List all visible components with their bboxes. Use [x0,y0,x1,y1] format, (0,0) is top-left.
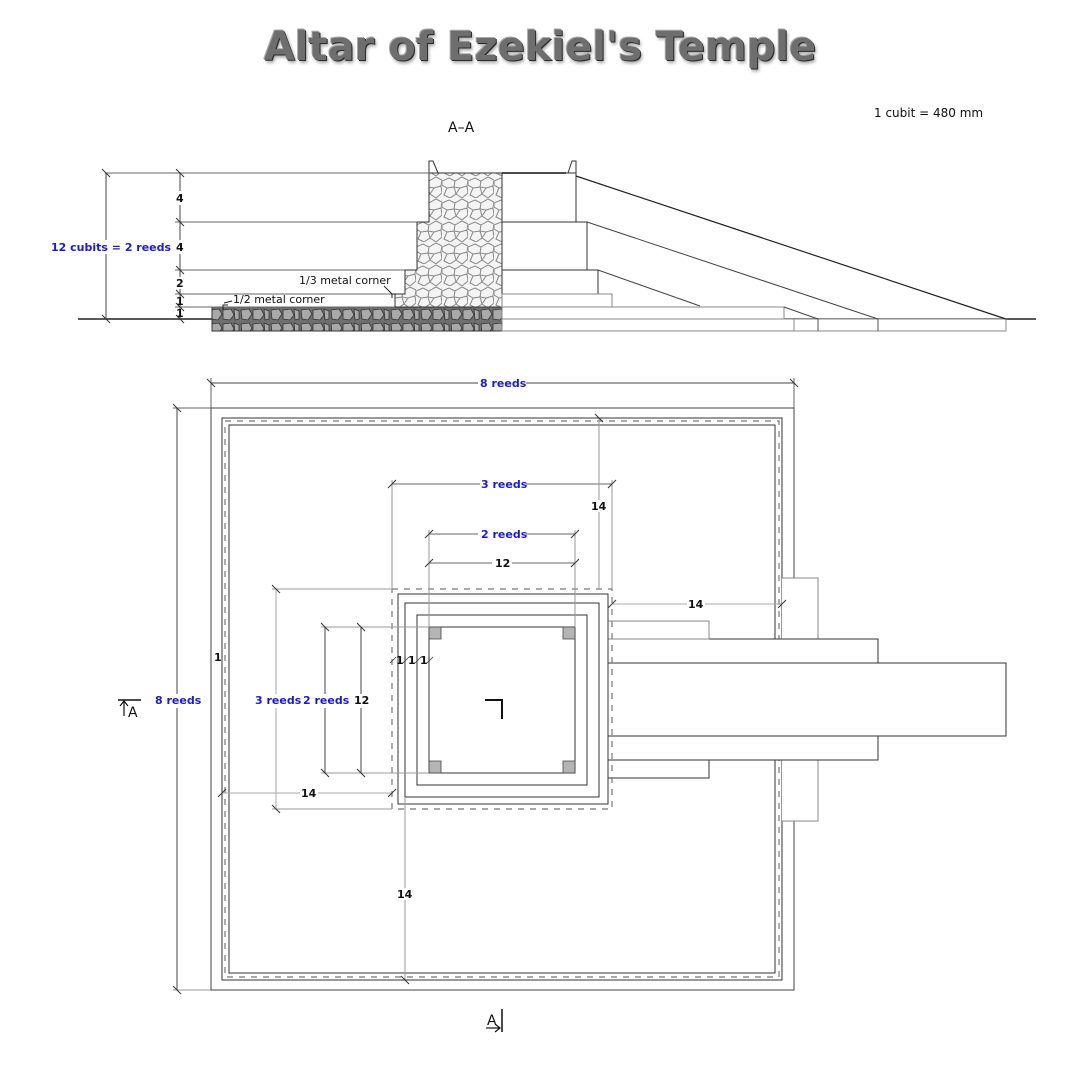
right-clearance-label: 14 [688,598,704,611]
vertical-hearth-cubits: 12 [354,694,369,707]
total-height-label: 12 cubits = 2 reeds [51,241,172,254]
left-clearance-label: 14 [301,787,317,800]
plan-view: 8 reeds 8 reeds 1 [118,377,1007,1033]
overall-width-label: 8 reeds [480,377,527,390]
half-metal-corner-note: 1/2 metal corner [233,293,325,306]
border-width-label: 1 [214,651,222,664]
tier-height-4: 1 [176,295,184,308]
tier-height-2: 4 [176,241,184,254]
hearth-width-cubits: 12 [495,557,510,570]
svg-text:A: A [128,705,138,721]
scale-note: 1 cubit = 480 mm [874,106,984,120]
section-view: 12 cubits = 2 reeds 4 4 2 1 1 1/3 metal … [44,160,1036,332]
ledge-width-2: 1 [408,654,416,667]
vertical-outer-square-label: 3 reeds [255,694,302,707]
page-title: Altar of Ezekiel's Temple [263,24,817,70]
ledge-width-1: 1 [396,654,404,667]
svg-text:A: A [487,1013,497,1029]
outer-square-label: 3 reeds [481,478,528,491]
tier-height-5: 1 [176,307,184,320]
tier-height-3: 2 [176,277,184,290]
bottom-clearance-label: 14 [397,888,413,901]
section-marker-left: A [118,699,141,721]
ledge-width-3: 1 [420,654,428,667]
overall-height-label: 8 reeds [155,694,202,707]
section-marker-bottom: A [486,1009,503,1033]
tier-height-1: 4 [176,192,184,205]
section-label: A–A [448,120,475,136]
third-metal-corner-note: 1/3 metal corner [299,274,391,287]
vertical-hearth-label: 2 reeds [303,694,350,707]
hearth-width-label: 2 reeds [481,528,528,541]
top-clearance-label: 14 [591,500,607,513]
